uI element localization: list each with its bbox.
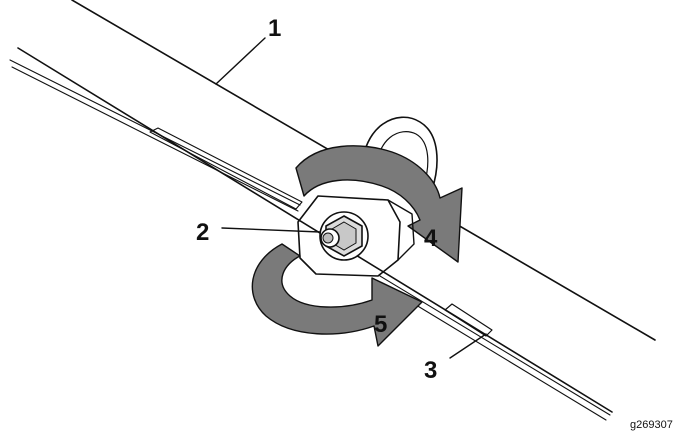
curved-arrow-clockwise-icon — [295, 145, 463, 263]
callout-1: 1 — [268, 15, 281, 42]
callout-2: 2 — [196, 219, 209, 246]
nut-and-bolt — [319, 211, 369, 261]
bracket-plate — [297, 195, 415, 277]
callout-4: 4 — [424, 225, 438, 252]
callout-3: 3 — [424, 357, 437, 384]
figure-id: g269307 — [630, 419, 673, 431]
handle-tube — [17, 0, 656, 413]
callout-5: 5 — [374, 311, 387, 338]
curved-arrow-counterclockwise-icon — [251, 243, 423, 347]
leader-lines — [215, 37, 487, 359]
cable — [9, 59, 611, 421]
